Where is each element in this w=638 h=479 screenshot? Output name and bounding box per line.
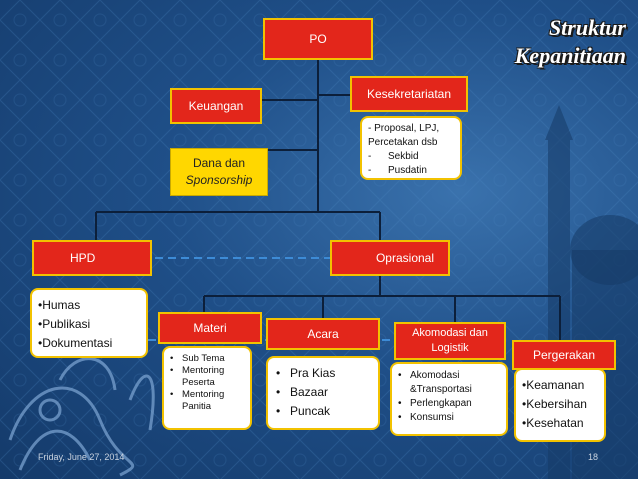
kesekretariatan-detail-box: - Proposal, LPJ, Percetakan dsb - Sekbid… [360, 116, 462, 180]
calligraphy-ornament [8, 357, 155, 477]
pergerakan-label: Pergerakan [532, 348, 596, 362]
materi-item-sub-tema: •Sub Tema [170, 353, 225, 364]
akomodasi-logistik-box: Akomodasi dan Logistik [394, 322, 506, 360]
akomodasi-label-line1: Akomodasi dan [412, 327, 488, 339]
pergerakan-item: •Keamanan [522, 378, 585, 392]
kesekretariatan-label: Kesekretariatan [366, 87, 452, 101]
hpd-item: •Humas [38, 298, 81, 312]
title-line-1: Struktur [548, 15, 626, 40]
kesekretariatan-line: - Pusdatin [368, 165, 427, 176]
akomodasi-item-transportasi: •Akomodasi &Transportasi [398, 370, 472, 395]
kesekretariatan-box: Kesekretariatan [350, 76, 468, 112]
footer-date: Friday, June 27, 2014 [38, 452, 125, 462]
materi-item-mentoring-panitia: •Mentoring Panitia [170, 389, 225, 412]
materi-detail-box: •Sub Tema •Mentoring Peserta •Mentoring … [162, 346, 252, 430]
hpd-item: •Dokumentasi [38, 336, 113, 350]
hpd-item: •Publikasi [38, 317, 91, 331]
keuangan-box: Keuangan [170, 88, 262, 124]
pergerakan-item: •Kebersihan [522, 397, 587, 411]
oprasional-label: Oprasional [375, 251, 434, 265]
akomodasi-item-konsumsi: •Konsumsi [398, 412, 454, 423]
footer-page-number: 18 [588, 452, 599, 462]
hpd-label: HPD [70, 251, 96, 265]
pergerakan-box: Pergerakan [512, 340, 616, 370]
materi-label: Materi [193, 321, 227, 335]
acara-item-bazaar: •Bazaar [276, 385, 329, 399]
oprasional-box: Oprasional [330, 240, 450, 276]
acara-label: Acara [307, 327, 339, 341]
po-label: PO [309, 32, 327, 46]
slide-title: Struktur Kepanitiaan [515, 14, 626, 70]
kesekretariatan-line: Percetakan dsb [368, 137, 438, 148]
keuangan-label: Keuangan [188, 99, 244, 113]
akomodasi-item-perlengkapan: •Perlengkapan [398, 398, 472, 409]
title-line-2: Kepanitiaan [514, 43, 626, 68]
materi-box: Materi [158, 312, 262, 344]
dana-sponsorship-box: Dana dan Sponsorship [170, 148, 268, 196]
po-box: PO [263, 18, 373, 60]
dana-label: Dana dan [192, 156, 246, 170]
pergerakan-detail-box: •Keamanan •Kebersihan •Kesehatan [514, 368, 606, 442]
pergerakan-item: •Kesehatan [522, 416, 584, 430]
akomodasi-label-line2: Logistik [431, 342, 469, 354]
sponsorship-label: Sponsorship [185, 173, 253, 187]
akomodasi-detail-box: •Akomodasi &Transportasi •Perlengkapan •… [390, 362, 508, 436]
acara-detail-box: •Pra Kias •Bazaar •Puncak [266, 356, 380, 430]
acara-item-puncak: •Puncak [276, 404, 331, 418]
kesekretariatan-line: - Sekbid [368, 151, 419, 162]
hpd-box: HPD [32, 240, 152, 276]
acara-item-pra-kias: •Pra Kias [276, 366, 336, 380]
kesekretariatan-line: - Proposal, LPJ, [368, 123, 440, 134]
hpd-detail-box: •Humas •Publikasi •Dokumentasi [30, 288, 148, 358]
acara-box: Acara [266, 318, 380, 350]
materi-item-mentoring-peserta: •Mentoring Peserta [170, 365, 225, 388]
